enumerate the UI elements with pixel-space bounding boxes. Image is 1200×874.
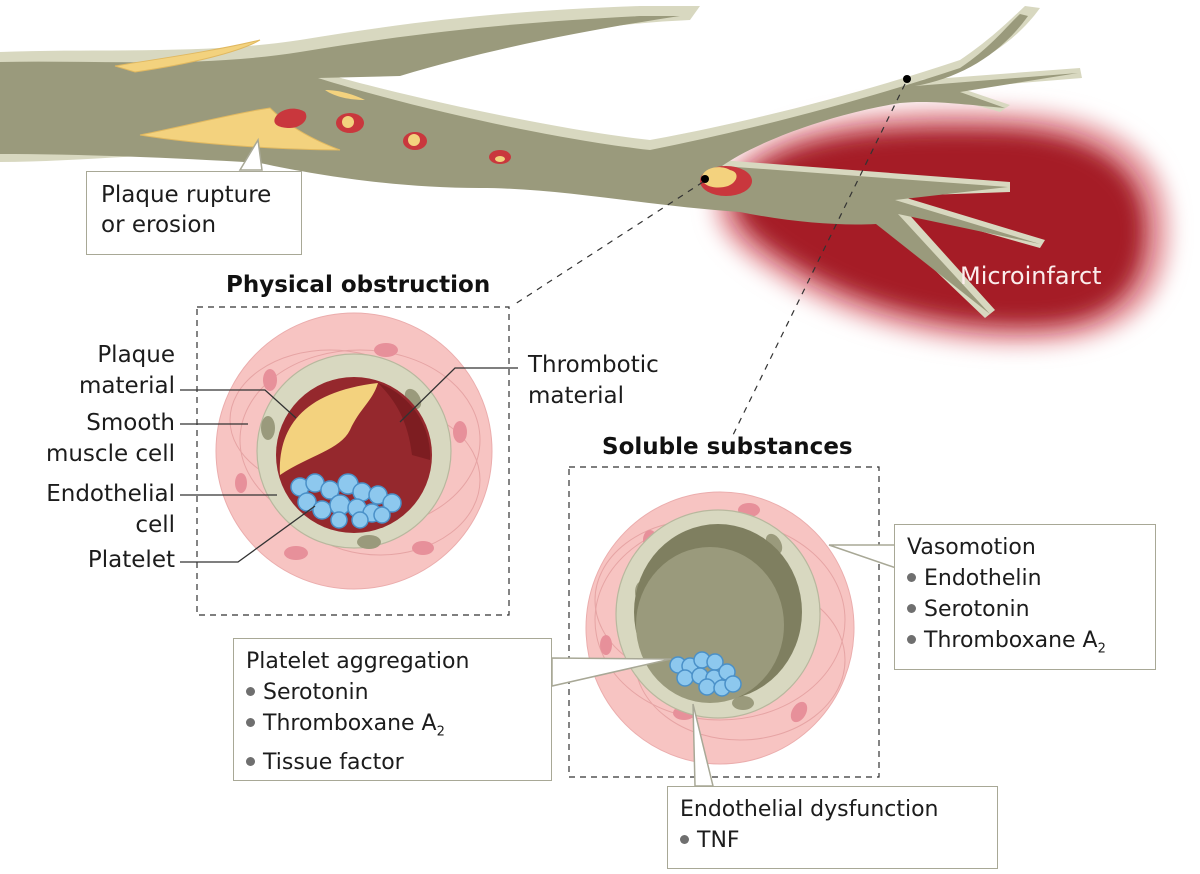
bullet-icon bbox=[907, 634, 916, 644]
plaque-rupture-line2: or erosion bbox=[101, 212, 217, 238]
platelet-aggregation-heading: Platelet aggregation bbox=[246, 649, 470, 674]
thrombus-fragment bbox=[274, 108, 307, 128]
soluble-substances-frame bbox=[568, 466, 880, 778]
plaque-rupture-line1: Plaque rupture bbox=[101, 182, 272, 208]
vessel-cross-section-obstruction bbox=[215, 312, 493, 590]
platelet-aggregation-item: Thromboxane A2 bbox=[246, 708, 539, 747]
plaque-upper bbox=[114, 39, 261, 73]
leader-lines-obstruction bbox=[180, 367, 518, 563]
bullet-icon bbox=[246, 686, 255, 696]
marker-dot-branch bbox=[903, 75, 911, 83]
platelet-cluster-obstruction bbox=[290, 473, 402, 529]
physical-obstruction-title: Physical obstruction bbox=[226, 272, 491, 298]
label-plaque-material: Plaque material bbox=[79, 342, 175, 399]
bullet-icon bbox=[680, 834, 689, 844]
bullet-icon bbox=[246, 756, 255, 766]
label-thrombotic-material: Thrombotic material bbox=[528, 352, 659, 409]
vasomotion-box: Vasomotion Endothelin Serotonin Thrombox… bbox=[894, 524, 1156, 670]
bullet-icon bbox=[246, 717, 255, 727]
microinfarct-label: Microinfarct bbox=[960, 262, 1102, 290]
platelet-aggregation-box: Platelet aggregation Serotonin Thromboxa… bbox=[233, 638, 552, 781]
vasomotion-item: Endothelin bbox=[907, 563, 1143, 594]
soluble-substances-title: Soluble substances bbox=[602, 434, 853, 460]
vessel-cross-section-soluble bbox=[585, 491, 855, 765]
artery-tree bbox=[0, 6, 1082, 318]
dashed-connectors bbox=[511, 83, 906, 438]
vasomotion-item: Thromboxane A2 bbox=[907, 625, 1143, 664]
platelet-cluster-soluble bbox=[669, 651, 742, 697]
endothelial-dysfunction-item: TNF bbox=[680, 825, 985, 856]
bullet-icon bbox=[907, 572, 916, 582]
microinfarct-region bbox=[713, 107, 1170, 346]
plaque-rupture-callout: Plaque rupture or erosion bbox=[86, 171, 302, 255]
platelet-aggregation-item: Serotonin bbox=[246, 677, 539, 708]
label-endothelial-cell: Endothelial cell bbox=[46, 481, 175, 538]
vasomotion-heading: Vasomotion bbox=[907, 535, 1036, 560]
physical-obstruction-frame bbox=[196, 306, 510, 616]
bullet-icon bbox=[907, 603, 916, 613]
platelet-aggregation-item: Tissue factor bbox=[246, 747, 539, 778]
label-smooth-muscle-cell: Smooth muscle cell bbox=[45, 410, 175, 467]
marker-dot-lodged bbox=[701, 175, 709, 183]
endothelial-dysfunction-heading: Endothelial dysfunction bbox=[680, 797, 939, 822]
vasomotion-item: Serotonin bbox=[907, 594, 1143, 625]
callout-pointers bbox=[238, 137, 897, 787]
plaque-rupture-site bbox=[139, 107, 341, 151]
label-platelet: Platelet bbox=[87, 547, 175, 573]
endothelial-dysfunction-box: Endothelial dysfunction TNF bbox=[667, 786, 998, 869]
plaque-branch bbox=[325, 90, 365, 100]
